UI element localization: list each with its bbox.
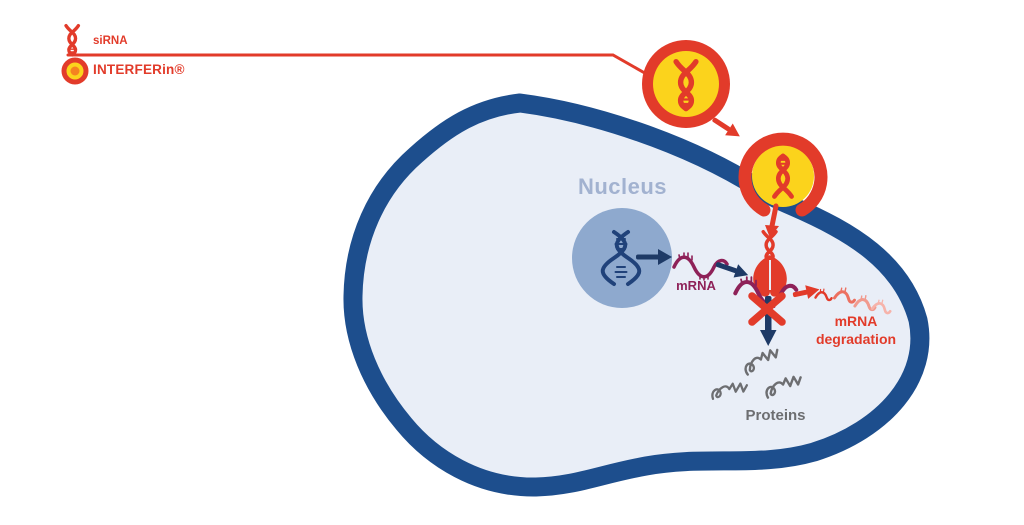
proteins-label: Proteins: [745, 407, 806, 424]
nucleus-label: Nucleus: [577, 174, 668, 199]
blocked-translation-x-icon: [748, 292, 786, 326]
transcription-arrow: [636, 249, 672, 265]
mrna-label: mRNA: [676, 278, 716, 293]
degradation-arrow: [792, 285, 820, 299]
endosome-release-arrow: [765, 203, 779, 238]
risc-complex-icon: [735, 230, 796, 308]
legend-interferin-label: INTERFERin®: [93, 62, 185, 77]
complex-to-membrane-arrow: [712, 117, 740, 137]
legend-sirna-icon: [64, 24, 81, 57]
sirna-interferin-complex-icon: [642, 40, 730, 128]
mrna-to-risc-arrow: [715, 262, 749, 278]
legend-sirna-label: siRNA: [93, 35, 128, 47]
endosome-entry-icon: [738, 132, 828, 217]
mrna-degradation-label: mRNA degradation: [815, 313, 897, 348]
legend-pointer-line: [66, 53, 652, 78]
legend-interferin-icon: [61, 57, 89, 85]
nucleus: [572, 208, 672, 308]
